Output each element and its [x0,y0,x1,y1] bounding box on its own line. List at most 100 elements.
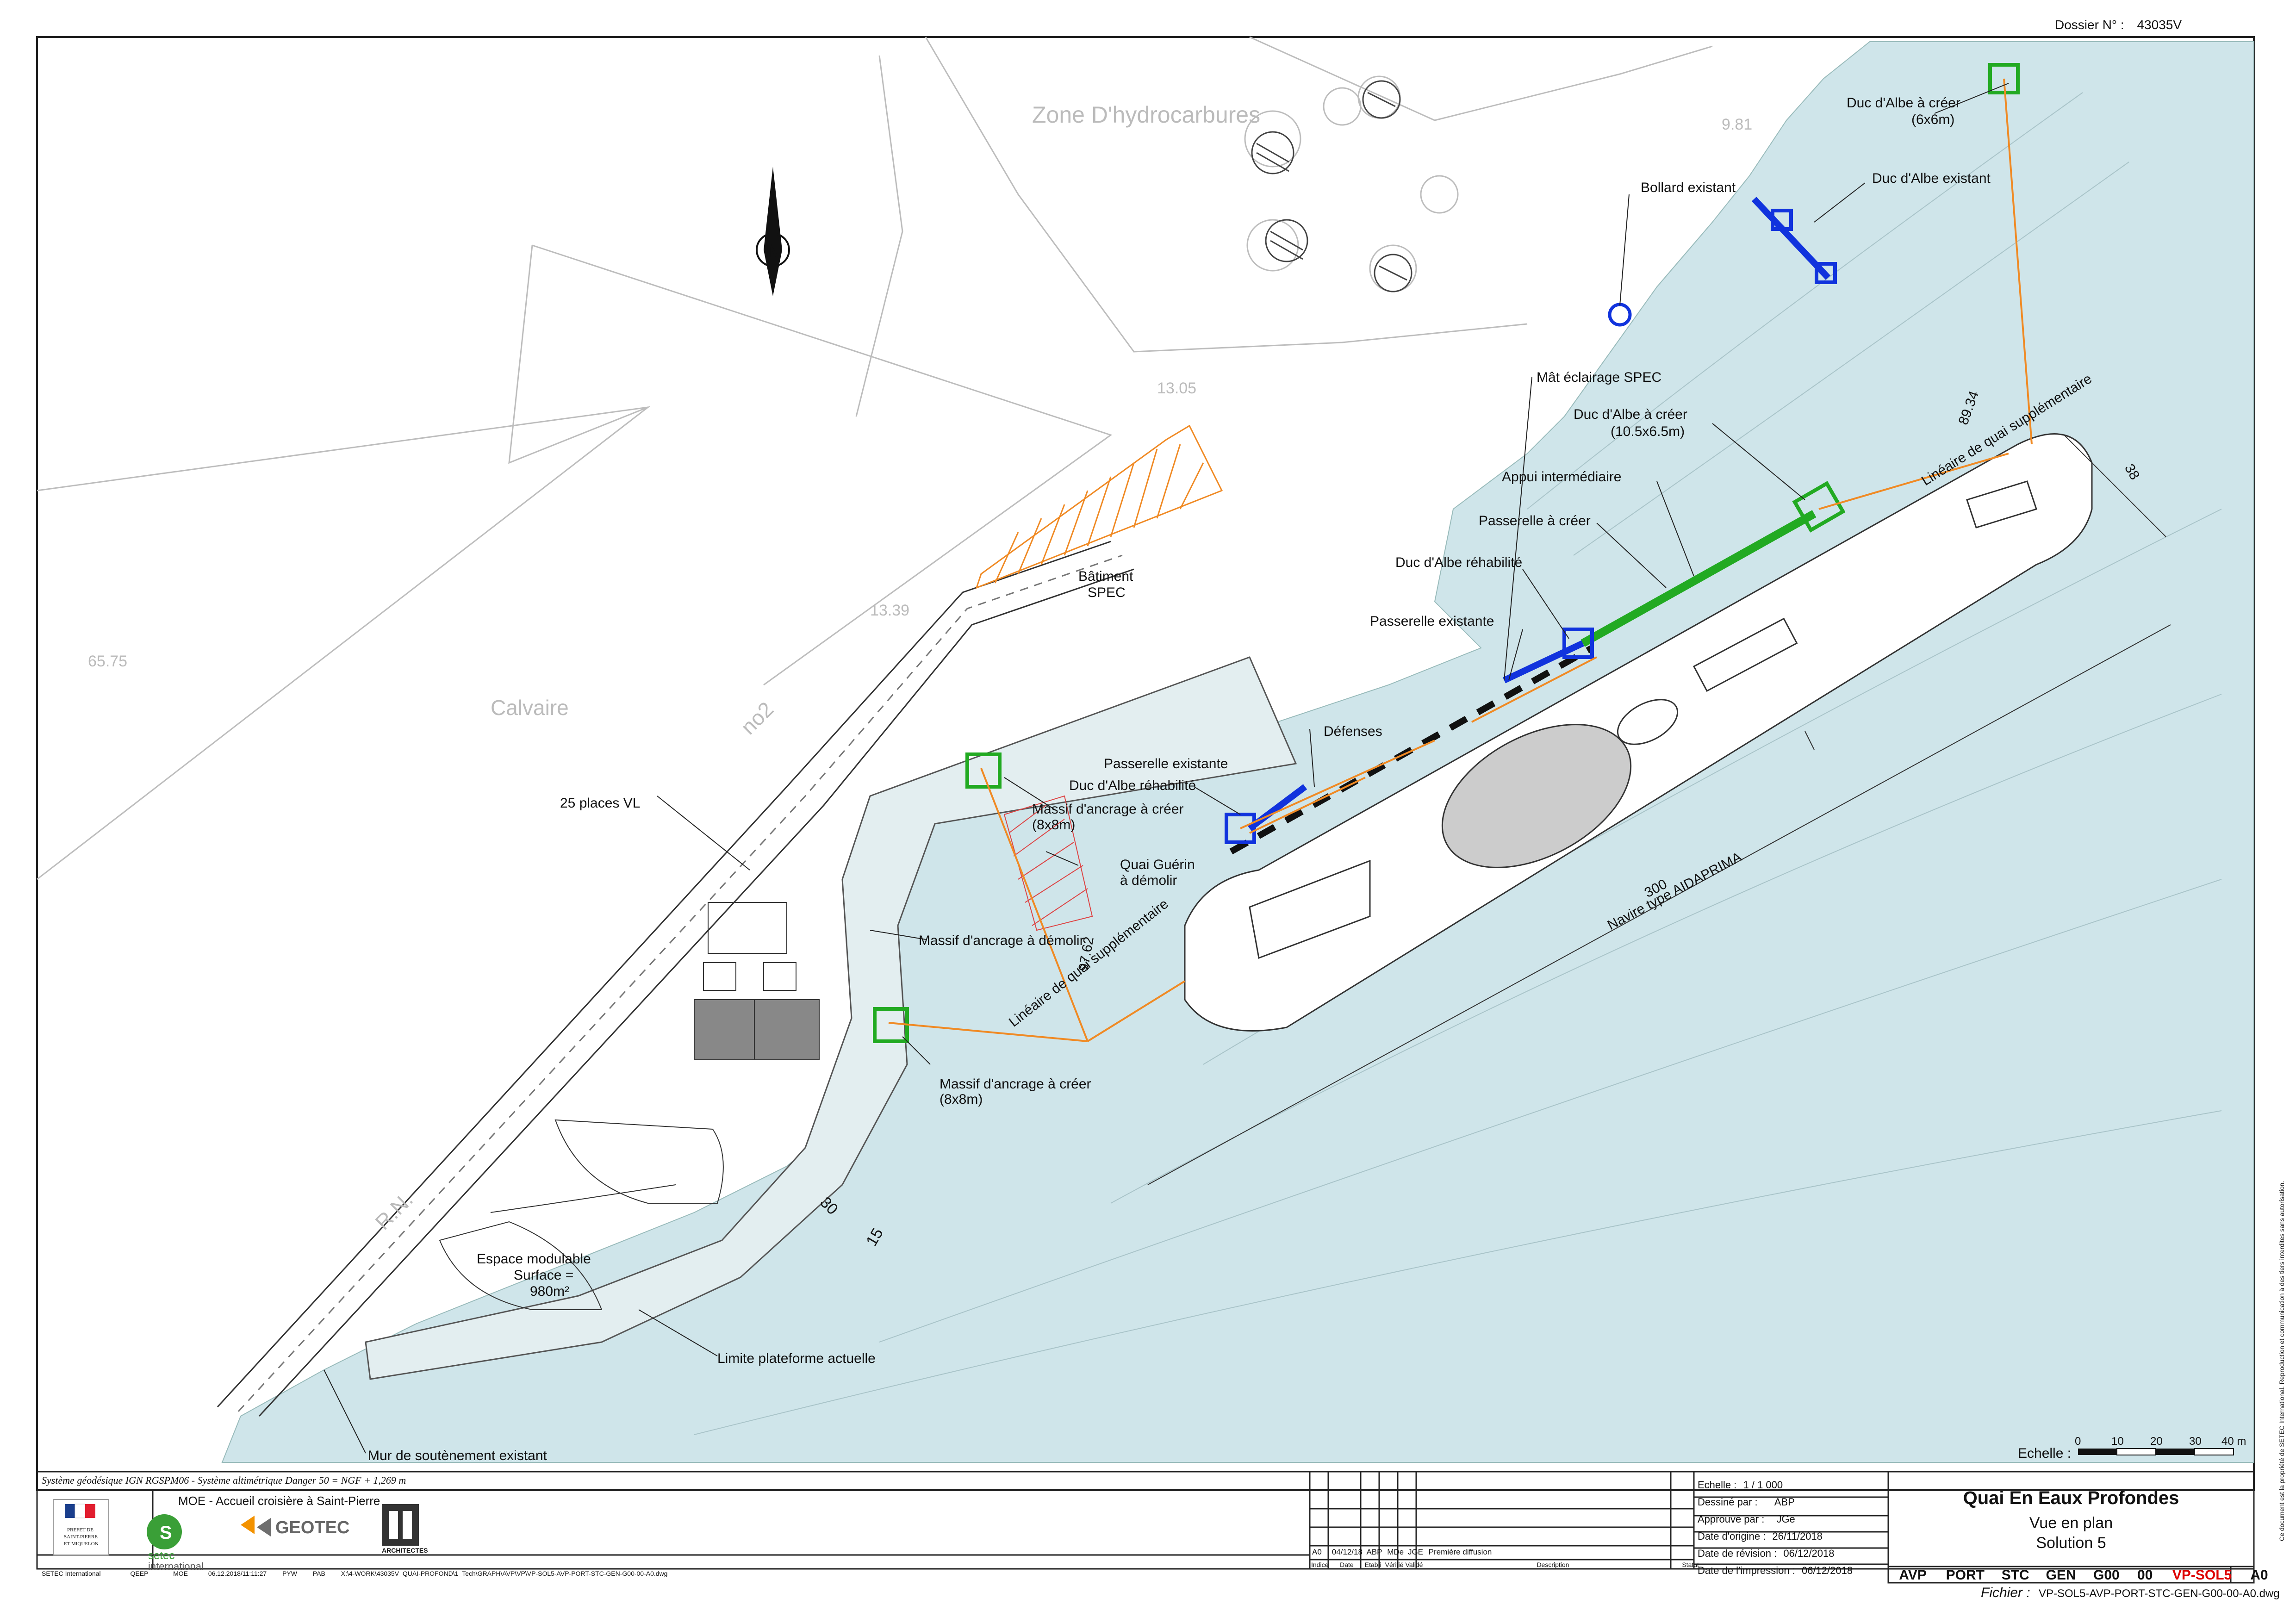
mur-soutenement-label: Mur de soutènement existant [368,1448,548,1463]
passerelle-existante-1-label: Passerelle existante [1370,614,1494,629]
drawing-subtitle: Vue en plan [2029,1514,2113,1532]
code-gen: GEN [2046,1567,2076,1583]
svg-text:S: S [160,1523,172,1543]
fenders [1229,645,1594,855]
passerelle-creer-line [1580,510,1817,647]
marianne-logo [53,1499,109,1555]
calvaire-label: Calvaire [491,696,569,720]
code-avp: AVP [1899,1567,1927,1583]
path-qeep: QEEP [130,1570,149,1577]
dossier-value: 43035V [2137,18,2182,32]
rev-verifie: MDe [1387,1548,1404,1556]
zone-hydrocarbures-label: Zone D'hydrocarbures [1032,102,1260,128]
hdr-valide: Validé [1405,1561,1423,1568]
info-origine-label: Date d'origine : [1698,1530,1766,1542]
rock-armour [365,656,1297,1380]
setec-logo: S [147,1514,182,1549]
prefet-line-2: SAINT-PIERRE [64,1534,98,1540]
surface-value: 980m² [530,1284,569,1299]
dossier-number: Dossier N° : 43035V [2055,18,2182,32]
path-moe: MOE [173,1570,188,1577]
north-arrow [756,167,790,296]
dossier-label: Dossier N° : [2055,18,2124,32]
info-echelle-value: 1 / 1 000 [1743,1479,1783,1491]
info-dessine-value: ABP [1774,1496,1795,1508]
info-impression-value: 06/12/2018 [1801,1565,1853,1576]
path-row: SETEC International QEEP MOE 06.12.2018/… [42,1570,667,1577]
hatched-tanks [1251,80,1412,292]
code-00: 00 [2137,1567,2153,1583]
prefet-line-3: ET MIQUELON [64,1541,99,1547]
scale-bar: Echelle : 0 10 20 30 40 m [2018,1435,2246,1461]
info-revision-value: 06/12/2018 [1783,1548,1835,1559]
duc-albe-creer-top-dim: (6x6m) [1911,112,1954,127]
massif-creer-1-box [965,752,1002,789]
massif-creer-1-dim: (8x8m) [1032,817,1075,833]
duc-albe-existant-box [1771,209,1793,231]
north-label: N [766,240,780,261]
dimension-lines [1147,435,2171,1185]
duc-albe-creer-mid-dim: (10.5x6.5m) [1611,424,1685,439]
limite-plateforme-label: Limite plateforme actuelle [717,1351,876,1366]
path-file: X:\4-WORK\43035V_QUAI-PROFOND\1_Tech\GRA… [341,1570,668,1577]
title-block [36,1471,2255,1584]
level-1305: 13.05 [1157,379,1196,397]
duc-albe-rehab-2-label: Duc d'Albe réhabilité [1069,778,1196,793]
quai-guerin-label-2: à démolir [1120,873,1177,888]
info-revision-label: Date de révision : [1698,1548,1777,1559]
massif-demolir-label: Massif d'ancrage à démolir [919,933,1084,948]
land-linework [37,36,1713,880]
places-vl-label: 25 places VL [560,796,640,811]
code-vp-sol5: VP-SOL5 [2172,1567,2232,1583]
massif-creer-1-label: Massif d'ancrage à créer [1032,802,1184,817]
scale-tick-0: 0 [2075,1435,2081,1448]
rev-indice: A0 [1312,1548,1322,1556]
rev-date: 04/12/18 [1332,1548,1363,1556]
architectes-logo [382,1504,419,1546]
duc-albe-rehab-1-label: Duc d'Albe réhabilité [1395,555,1522,570]
cruise-ship [1184,433,2093,1032]
rev-description: Première diffusion [1428,1548,1492,1556]
drawing-codes: AVP PORT STC GEN G00 00 VP-SOL5 A0 [1890,1567,2273,1583]
batiment-spec-label-1: Bâtiment [1078,569,1133,584]
info-dessine-label: Dessiné par : [1698,1496,1758,1508]
rev-valide: JGE [1407,1548,1423,1556]
passerelle-creer-label: Passerelle à créer [1479,513,1591,529]
path-company: SETEC International [42,1570,101,1577]
geotec-text: GEOTEC [275,1518,350,1537]
hdr-etabli: Etabli [1364,1561,1381,1568]
info-echelle-label: Echelle : [1698,1479,1737,1491]
path-pab: PAB [312,1570,325,1577]
level-981: 9.81 [1722,116,1752,133]
scale-tick-30: 30 [2189,1435,2202,1448]
platform-buildings [439,902,820,1310]
mooring-lines [888,78,2033,1042]
leader-lines [324,83,2009,1454]
architectes-text: ARCHITECTES [382,1547,428,1554]
hdr-date: Date [1340,1561,1354,1568]
info-impression-label: Date de l'impression : [1698,1565,1795,1576]
level-1339: 13.39 [870,602,909,619]
systeme-geodesique: Système géodésique IGN RGSPM06 - Système… [42,1474,406,1486]
hdr-description: Description [1537,1561,1569,1568]
duc-albe-existant-label: Duc d'Albe existant [1872,171,1991,186]
scale-tick-10: 10 [2111,1435,2124,1448]
hdr-indice: Indice [1311,1561,1329,1568]
duc-albe-existant-box-2 [1815,262,1837,284]
defenses-label: Défenses [1324,724,1382,739]
side-note: Ce document est la propriété de SETEC In… [2278,1181,2285,1541]
duc-albe-creer-top-label: Duc d'Albe à créer [1847,95,1960,111]
scale-tick-40: 40 m [2221,1435,2246,1448]
scale-tick-20: 20 [2150,1435,2163,1448]
rev-etabli: ABP [1366,1548,1382,1556]
fichier-row: Fichier : VP-SOL5-AVP-PORT-STC-GEN-G00-0… [1981,1585,2280,1601]
moe-title: MOE - Accueil croisière à Saint-Pierre [178,1494,380,1508]
level-6575: 65.75 [88,653,127,670]
revision-headers: Indice Date Etabli Vérifié Validé Descri… [1311,1561,1699,1568]
passerelle-existante-2-label: Passerelle existante [1104,756,1228,771]
hdr-verifie: Vérifié [1385,1561,1404,1568]
mat-eclairage-label: Mât éclairage SPEC [1537,370,1661,385]
prefet-line-1: PREFET DE [67,1527,93,1533]
duc-albe-creer-mid-label: Duc d'Albe à créer [1574,407,1687,422]
duc-albe-creer-top [1988,63,2020,94]
